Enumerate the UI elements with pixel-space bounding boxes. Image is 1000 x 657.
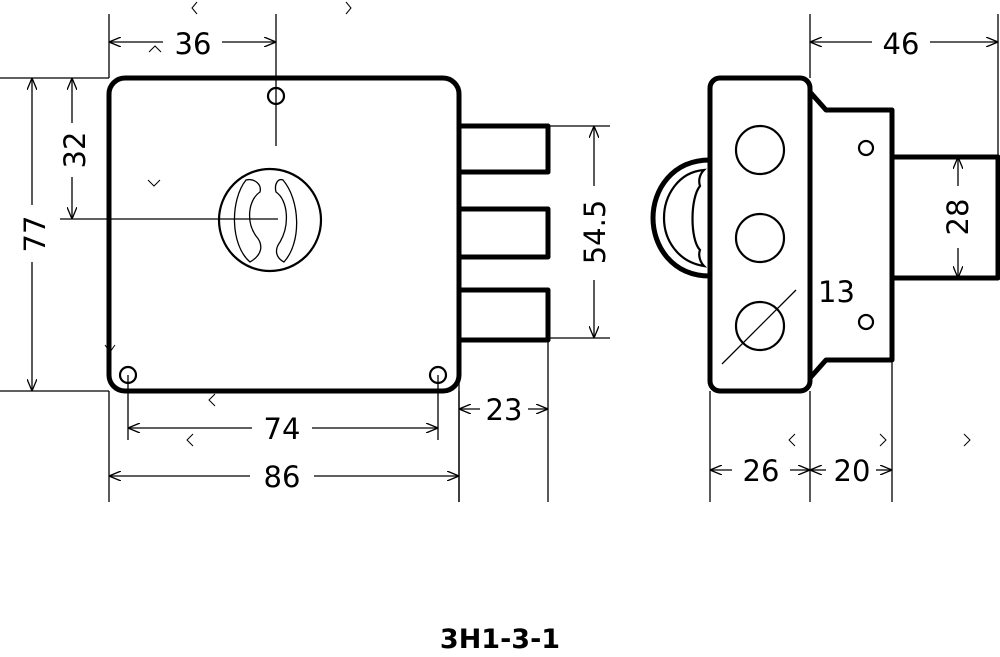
- front-view: 36 32 77 54.5 23 74 86: [0, 14, 612, 502]
- cylinder-icon: [217, 167, 323, 273]
- side-body-outline: [707, 75, 813, 394]
- knob-outline: [650, 157, 711, 279]
- bolt-middle: [459, 206, 551, 260]
- side-hole-top: [734, 124, 786, 176]
- side-view: 13 46 28 26 20: [650, 14, 1000, 502]
- knob-inner: [662, 168, 708, 268]
- dim-top-offset: 36: [175, 27, 212, 61]
- side-hole-middle: [734, 212, 786, 264]
- dim-bolt-projection: 23: [486, 393, 523, 427]
- plate-hole-top: [857, 139, 875, 157]
- dim-height-partial: 32: [58, 132, 92, 169]
- dim-height-total: 77: [18, 216, 52, 253]
- bolt-top: [459, 123, 551, 175]
- dim-bolt-span: 54.5: [578, 200, 612, 265]
- plate-hole-bottom: [857, 313, 875, 331]
- drawing-caption: 3H1-3-1: [440, 624, 560, 655]
- dim-hole-diameter: 13: [818, 275, 855, 309]
- dim-bolt-height: 28: [941, 199, 975, 236]
- side-hole-bottom: [734, 300, 786, 352]
- dim-plate-depth: 20: [834, 454, 871, 488]
- lock-body-outline: [106, 75, 462, 394]
- dim-overall-depth: 46: [883, 27, 920, 61]
- stray-marks: [104, 1, 971, 447]
- side-bolt-outline: [892, 154, 1000, 281]
- dim-body-width: 86: [264, 460, 301, 494]
- mounting-plate-outline: [808, 90, 895, 380]
- dim-hole-spacing: 74: [264, 412, 301, 446]
- bolt-bottom: [459, 287, 551, 343]
- dim-body-depth: 26: [743, 454, 780, 488]
